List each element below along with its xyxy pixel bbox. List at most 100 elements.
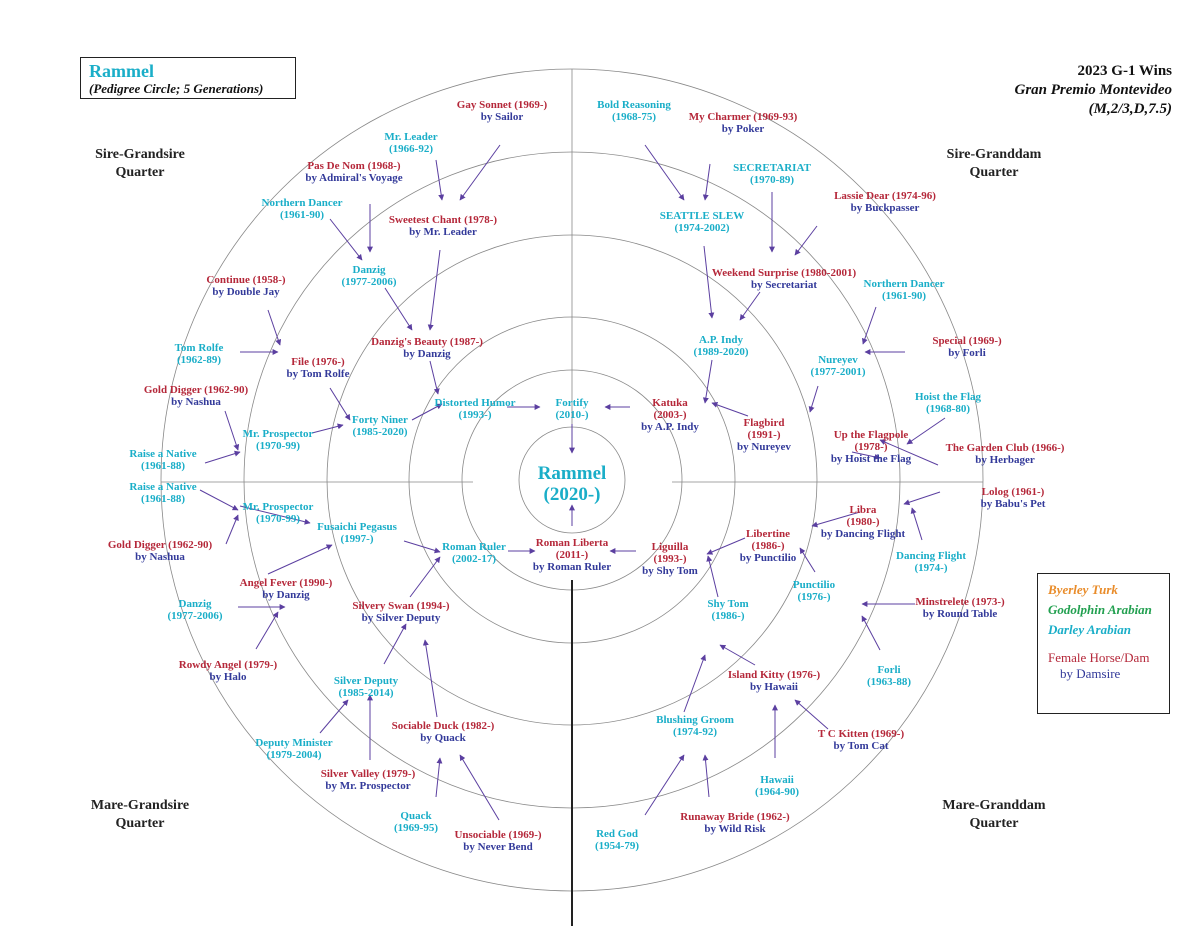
horse-name: Punctilio <box>792 579 836 591</box>
lineage-arrow <box>703 245 715 319</box>
lineage-arrow <box>794 225 818 256</box>
horse-node: Gold Digger (1962-90)by Nashua <box>144 384 248 408</box>
horse-name: Katuka <box>652 397 688 409</box>
lineage-arrow <box>799 547 816 573</box>
horse-years: (1986-) <box>711 610 745 622</box>
horse-name: Sweetest Chant (1978-) <box>388 214 498 226</box>
horse-damsire: by Wild Risk <box>704 823 766 835</box>
horse-node: Mr. Leader(1966-92) <box>384 131 437 155</box>
horse-damsire: by Danzig <box>403 348 451 360</box>
horse-years: (1977-2006) <box>341 276 397 288</box>
horse-name: Roman Ruler <box>442 541 506 553</box>
lineage-arrow <box>329 387 351 421</box>
horse-node: Forli(1963-88) <box>867 664 911 688</box>
horse-node: SEATTLE SLEW(1974-2002) <box>660 210 744 234</box>
horse-damsire: by Double Jay <box>212 286 280 298</box>
horse-name: SECRETARIAT <box>733 162 811 174</box>
horse-node: Minstrelete (1973-)by Round Table <box>915 596 1004 620</box>
horse-node: Liguilla(1993-)by Shy Tom <box>642 541 698 577</box>
lineage-arrow <box>411 403 443 421</box>
horse-years: (1974-) <box>914 562 948 574</box>
horse-damsire: by Shy Tom <box>642 565 698 577</box>
horse-years: (1989-2020) <box>693 346 749 358</box>
quarter-label: Quarter <box>969 816 1019 831</box>
horse-years: (2003-) <box>653 409 687 421</box>
horse-node: Punctilio(1976-) <box>793 579 835 603</box>
lineage-arrow <box>383 623 407 665</box>
legend-byerley: Byerley Turk <box>1048 582 1118 597</box>
lineage-arrow <box>403 540 441 554</box>
quarter-label: Sire-Grandsire <box>95 147 185 162</box>
horse-node: Nureyev(1977-2001) <box>811 354 866 378</box>
lineage-arrow <box>683 654 706 713</box>
lineage-arrow <box>861 306 877 345</box>
horse-node: Roman Ruler(2002-17) <box>442 541 506 565</box>
lineage-arrow <box>794 699 829 730</box>
quarter-label: Quarter <box>969 165 1019 180</box>
quarter-label: Mare-Granddam <box>942 798 1046 813</box>
horse-damsire: by Nureyev <box>737 441 791 453</box>
horse-node: Weekend Surprise (1980-2001)by Secretari… <box>712 267 856 291</box>
horse-node: Libertine(1986-)by Punctilio <box>740 528 797 564</box>
lineage-arrow <box>808 385 819 413</box>
horse-node: Fortify(2010-) <box>556 397 589 421</box>
horse-years: (1970-89) <box>750 174 794 186</box>
horse-years: (1985-2020) <box>352 426 408 438</box>
horse-name: Special (1969-) <box>932 335 1002 347</box>
horse-name: SEATTLE SLEW <box>659 210 745 222</box>
horse-years: (1979-2004) <box>266 749 322 761</box>
lineage-arrow <box>719 644 756 666</box>
race-info: 2023 G-1 Wins Gran Premio Montevideo (M,… <box>1015 62 1173 119</box>
quarter-label: Quarter <box>115 816 165 831</box>
horse-name: Weekend Surprise (1980-2001) <box>711 267 857 279</box>
horse-damsire: by Hoist the Flag <box>830 453 912 465</box>
horse-node: Special (1969-)by Forli <box>932 335 1001 359</box>
horse-node: Katuka(2003-)by A.P. Indy <box>641 397 699 433</box>
horse-name: Libra <box>849 504 877 516</box>
horse-node: T C Kitten (1969-)by Tom Cat <box>818 728 904 752</box>
horse-name: Roman Liberta <box>535 537 609 549</box>
horse-node: Hawaii(1964-90) <box>755 774 799 798</box>
horse-node: Distorted Humor(1993-) <box>435 397 516 421</box>
horse-name: Sociable Duck (1982-) <box>391 720 495 732</box>
horse-node: Sociable Duck (1982-)by Quack <box>392 720 495 744</box>
horse-name: Danzig <box>352 264 386 276</box>
lineage-arrow <box>739 291 761 321</box>
quarter-label: Quarter <box>115 165 165 180</box>
horse-node: Shy Tom(1986-) <box>707 598 748 622</box>
horse-name: Unsociable (1969-) <box>454 829 542 841</box>
horse-damsire: by Dancing Flight <box>820 528 906 540</box>
horse-node: Unsociable (1969-)by Never Bend <box>454 829 541 853</box>
horse-name: Raise a Native <box>129 481 197 493</box>
horse-name: Forty Niner <box>352 414 408 426</box>
horse-years: (2002-17) <box>451 553 496 565</box>
horse-name: T C Kitten (1969-) <box>817 728 905 740</box>
horse-node: The Garden Club (1966-)by Herbager <box>946 442 1065 466</box>
horse-name: Gold Digger (1962-90) <box>107 539 213 551</box>
horse-name: Nureyev <box>818 354 858 366</box>
horse-damsire: by Halo <box>209 671 247 683</box>
horse-name: Silver Valley (1979-) <box>320 768 416 780</box>
lineage-arrow <box>429 360 440 395</box>
horse-name: Bold Reasoning <box>597 99 671 111</box>
legend-female: Female Horse/Dam <box>1048 650 1150 665</box>
horse-node: Lassie Dear (1974-96)by Buckpasser <box>834 190 936 214</box>
race-line-1: 2023 G-1 Wins <box>1077 63 1172 79</box>
horse-node: Danzig's Beauty (1987-)by Danzig <box>371 336 483 360</box>
horse-node: Danzig(1977-2006) <box>342 264 397 288</box>
lineage-arrow <box>702 359 713 404</box>
horse-years: (1961-88) <box>141 460 185 472</box>
horse-node: Libra(1980-)by Dancing Flight <box>821 504 905 540</box>
lineage-arrow <box>199 489 239 511</box>
horse-name: Silvery Swan (1994-) <box>352 600 450 612</box>
lineage-arrow <box>329 218 363 261</box>
lineage-arrow <box>702 163 711 201</box>
horse-name: Rowdy Angel (1979-) <box>178 659 278 671</box>
horse-damsire: by Roman Ruler <box>532 561 612 573</box>
pedigree-rings <box>160 68 984 926</box>
lineage-arrow <box>910 507 923 541</box>
horse-node: Blushing Groom(1974-92) <box>656 714 734 738</box>
horse-name: Fortify <box>555 397 589 409</box>
lineage-arrow <box>255 611 279 650</box>
horse-node: Silvery Swan (1994-)by Silver Deputy <box>352 600 449 624</box>
